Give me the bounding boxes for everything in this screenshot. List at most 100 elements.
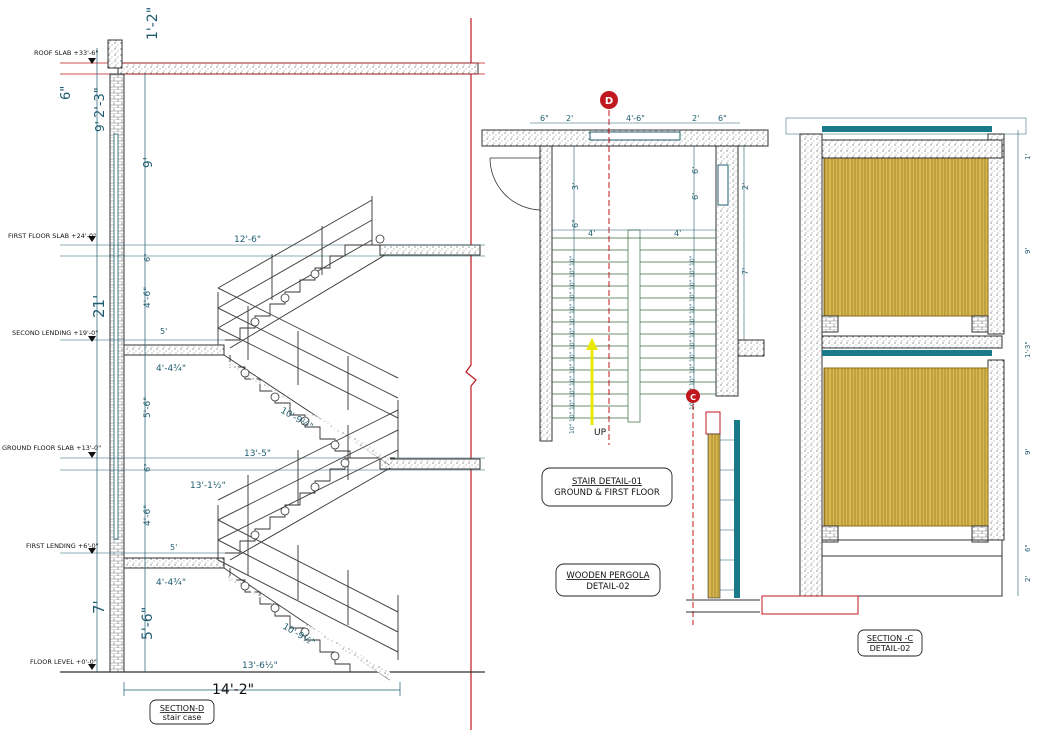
tread-label: 10" <box>569 279 576 290</box>
level-roof: ROOF SLAB +33'-6" <box>34 49 98 57</box>
plan-dim-6: 6' <box>691 193 700 200</box>
dim-6-upper: 6" <box>143 253 152 262</box>
tread-label: 10" <box>569 327 576 338</box>
tread-label: 10" <box>689 339 696 350</box>
section-d-subtitle-text: stair case <box>163 713 202 722</box>
section-c-title: SECTION -C DETAIL-02 <box>857 629 923 657</box>
dim-4-6-upper: 4'-6" <box>143 287 153 308</box>
stair-detail-title-text: STAIR DETAIL-01 <box>572 477 642 487</box>
dim-9-left: 9' <box>93 121 107 132</box>
plan-dim-6b: 6" <box>571 219 580 228</box>
section-c-title-text: SECTION -C <box>867 634 914 643</box>
tread-label: 10" <box>569 351 576 362</box>
dim-10-9-upper: 10'-9½" <box>279 406 315 433</box>
plan-dim-2: 2' <box>741 183 750 190</box>
dim-7: 7' <box>90 600 108 614</box>
plan-dim-4a: 4' <box>588 229 595 238</box>
dim-slab-6: 6" <box>59 86 74 100</box>
dim-13-6: 13'-6½" <box>242 661 278 671</box>
section-c-drawing <box>761 117 1027 615</box>
tread-label: 10" <box>689 255 696 266</box>
section-marker-d: D <box>605 96 613 107</box>
tread-label: 10" <box>689 303 696 314</box>
plan-dim-top-2: 4'-6" <box>626 114 645 123</box>
tread-label: 10" <box>569 291 576 302</box>
plan-dim-top-1: 2' <box>566 114 573 123</box>
section-c-dim-0: 1' <box>1024 154 1032 160</box>
dim-parapet: 1'-2" <box>145 7 161 40</box>
dim-5-upper: 5' <box>160 327 167 336</box>
section-c-dim-2: 1'-3" <box>1024 341 1032 358</box>
plan-dim-7: 7' <box>741 268 750 275</box>
dim-5-6-b: 5'-6" <box>140 607 156 640</box>
tread-label: 10" <box>569 363 576 374</box>
stair-plan-dimensions: 6" 2' 4'-6" 2' 6" 3' 6' 6" 4' 4' 2' 7' 6… <box>540 114 750 275</box>
plan-dim-top-3: 2' <box>692 114 699 123</box>
tread-label: 10" <box>569 255 576 266</box>
dim-21: 21' <box>90 295 108 318</box>
section-c-dim-3: 9' <box>1024 449 1032 455</box>
tread-label: 10" <box>569 411 576 422</box>
tread-label: 10" <box>689 351 696 362</box>
dim-2-3: 2'-3" <box>93 87 108 118</box>
tread-label: 10" <box>689 291 696 302</box>
tread-label: 10" <box>569 387 576 398</box>
section-c-dim-4: 6" <box>1024 544 1032 552</box>
dim-5-lower: 5' <box>170 543 177 552</box>
dim-12-6: 12'-6" <box>234 235 261 245</box>
tread-label: 10" <box>569 303 576 314</box>
dim-13-1: 13'-1½" <box>190 481 226 491</box>
dim-4-4-upper: 4'-4¾" <box>156 364 186 374</box>
pergola-title: WOODEN PERGOLA DETAIL-02 <box>555 563 661 597</box>
dim-13-5: 13'-5" <box>244 449 271 459</box>
tread-label: 10" <box>569 339 576 350</box>
section-c-subtitle-text: DETAIL-02 <box>870 644 911 653</box>
dim-9: 9' <box>141 157 155 168</box>
pergola-drawing <box>686 389 760 625</box>
plan-dim-6v: 6' <box>691 167 700 174</box>
dim-10-9-lower: 10'-9½" <box>281 622 317 649</box>
tread-label: 10" <box>569 423 576 434</box>
section-c-dimensions: 1' 9' 1'-3" 9' 6" 2' <box>1024 154 1032 582</box>
stair-plan-tread-labels: 10"10"10"10"10"10"10"10"10"10"10"10"10"1… <box>569 255 696 434</box>
level-first-floor: FIRST FLOOR SLAB +24'-0" <box>8 232 96 240</box>
tread-label: 10" <box>569 399 576 410</box>
level-floor: FLOOR LEVEL +0'-0" <box>30 658 97 666</box>
sheet-divider <box>465 18 477 730</box>
dim-4-6-lower: 4'-6" <box>143 505 153 526</box>
plan-dim-top-4: 6" <box>718 114 727 123</box>
section-d-drawing <box>60 39 485 696</box>
tread-label: 10" <box>569 267 576 278</box>
tread-label: 10" <box>689 363 696 374</box>
section-d-title-text: SECTION-D <box>160 704 204 713</box>
section-d-title: SECTION-D stair case <box>149 699 215 725</box>
plan-dim-3: 3' <box>571 183 580 190</box>
section-c-dim-5: 2' <box>1024 576 1032 582</box>
stair-plan-drawing <box>481 91 769 445</box>
level-ground-floor: GROUND FLOOR SLAB +13'-0" <box>2 444 101 452</box>
up-label: UP <box>594 428 607 438</box>
tread-label: 10" <box>689 327 696 338</box>
section-d-dimensions: 1'-2" 6" 2'-3" 9' 9' 21' 6" 4'-6" 5'-6" … <box>59 7 316 698</box>
plan-dim-4b: 4' <box>674 229 681 238</box>
section-c-dim-1: 9' <box>1024 248 1032 254</box>
dim-5-6: 5'-6" <box>143 397 153 418</box>
stair-detail-subtitle-text: GROUND & FIRST FLOOR <box>554 488 660 498</box>
section-marker-c: C <box>690 393 696 402</box>
dim-6-lower: 6" <box>143 463 152 472</box>
level-second-landing: SECOND LENDING +19'-0" <box>12 329 98 337</box>
dim-4-4-lower: 4'-4¾" <box>156 578 186 588</box>
stair-detail-title: STAIR DETAIL-01 GROUND & FIRST FLOOR <box>541 467 673 507</box>
level-first-landing: FIRST LENDING +6'-0" <box>26 542 99 550</box>
pergola-title-text: WOODEN PERGOLA <box>566 571 649 581</box>
tread-label: 10" <box>569 375 576 386</box>
dim-overall-width: 14'-2" <box>212 682 254 698</box>
tread-label: 10" <box>689 267 696 278</box>
tread-label: 10" <box>689 375 696 386</box>
pergola-subtitle-text: DETAIL-02 <box>586 582 629 592</box>
tread-label: 10" <box>689 279 696 290</box>
plan-dim-top-0: 6" <box>540 114 549 123</box>
tread-label: 10" <box>689 315 696 326</box>
tread-label: 10" <box>569 315 576 326</box>
